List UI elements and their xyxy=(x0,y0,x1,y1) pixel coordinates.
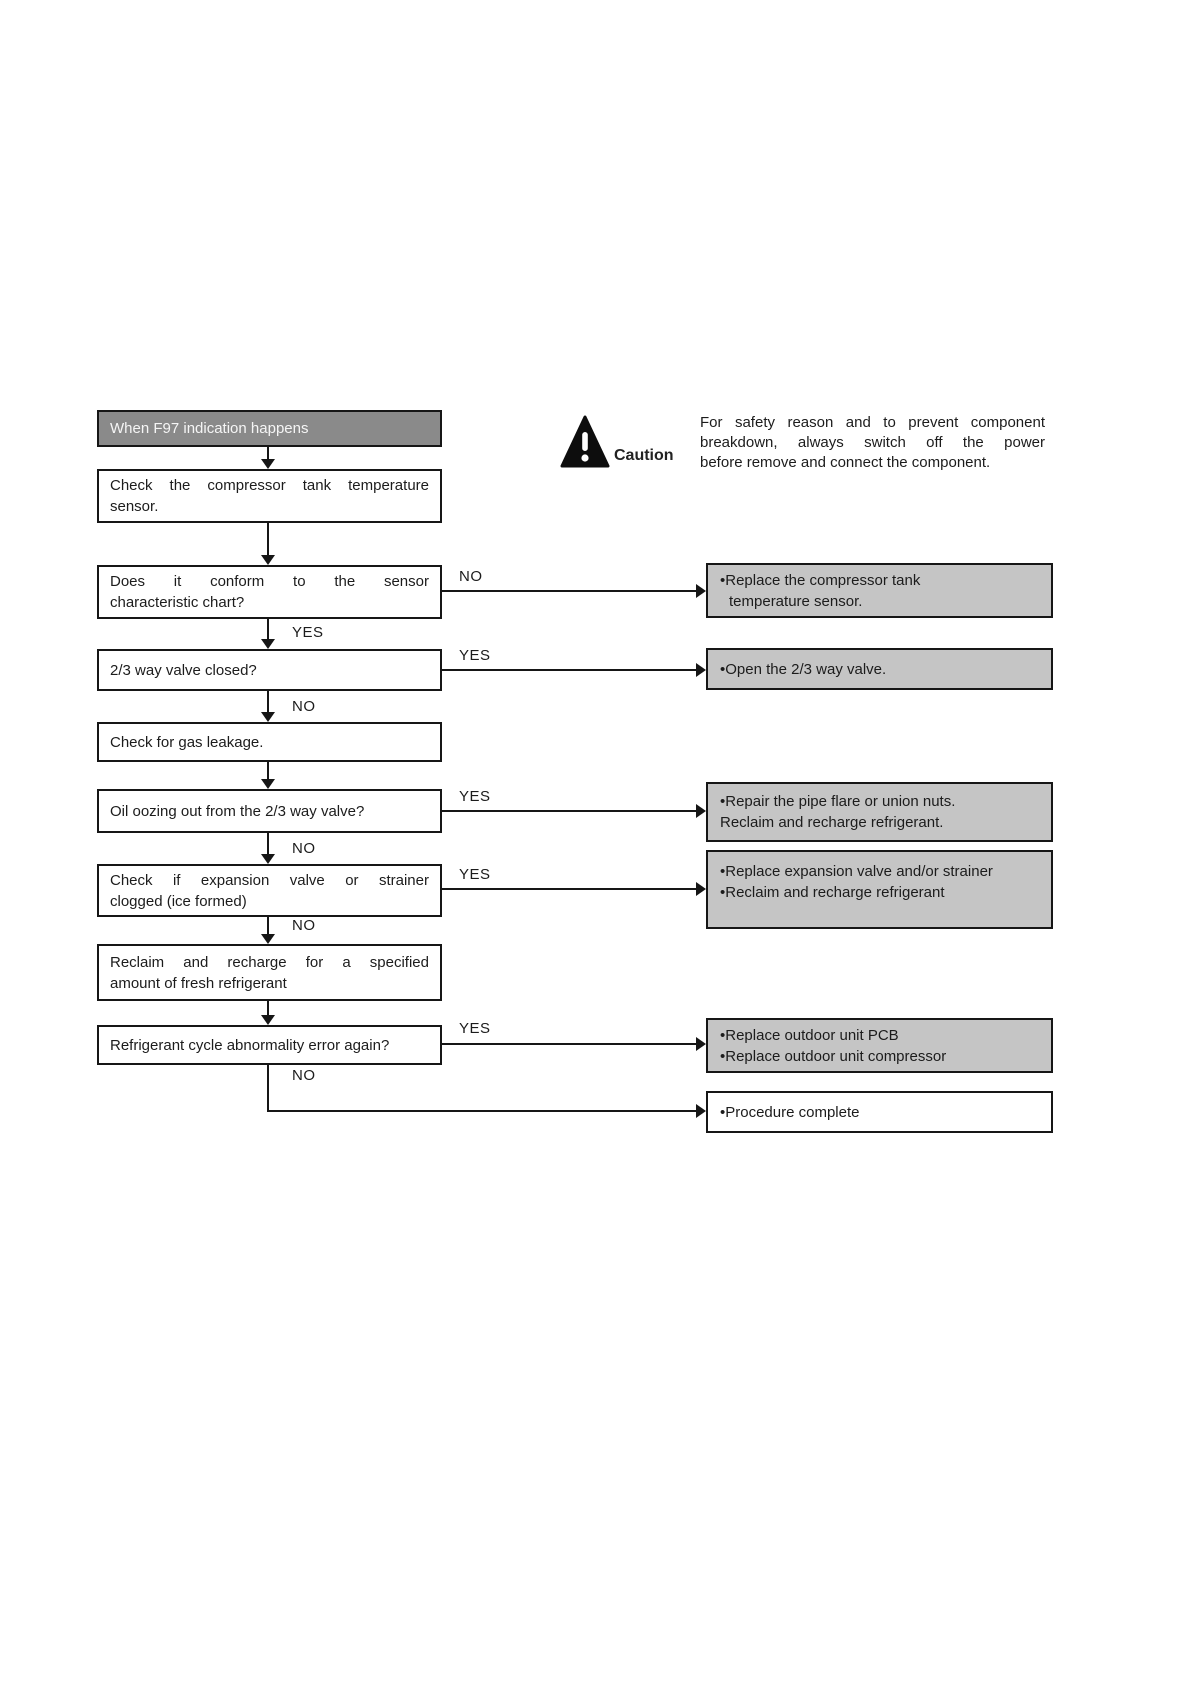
yes-label: YES xyxy=(459,647,491,664)
arrow-down-icon xyxy=(261,1015,275,1025)
action-box-procedure-complete: •Procedure complete xyxy=(706,1091,1053,1133)
yes-label: YES xyxy=(459,788,491,805)
flow-line-oil-no xyxy=(267,833,269,854)
arrow-down-icon xyxy=(261,459,275,469)
arrow-down-icon xyxy=(261,712,275,722)
no-label: NO xyxy=(292,840,316,857)
flow-line-oil-yes xyxy=(442,810,696,812)
flow-node-q-valve-closed: 2/3 way valve closed? xyxy=(97,649,442,691)
arrow-right-icon xyxy=(696,584,706,598)
flow-node-q-error-again: Refrigerant cycle abnormality error agai… xyxy=(97,1025,442,1065)
arrow-down-icon xyxy=(261,639,275,649)
flow-line-expansion-no xyxy=(267,917,269,934)
flow-line-valve-yes xyxy=(442,669,696,671)
flow-line-expansion-yes xyxy=(442,888,696,890)
yes-label: YES xyxy=(459,1020,491,1037)
flow-start-node: When F97 indication happens xyxy=(97,410,442,447)
flow-line-error-no-right xyxy=(267,1110,696,1112)
arrow-down-icon xyxy=(261,779,275,789)
arrow-down-icon xyxy=(261,555,275,565)
no-label: NO xyxy=(459,568,483,585)
flow-node-q-oil-oozing: Oil oozing out from the 2/3 way valve? xyxy=(97,789,442,833)
arrow-down-icon xyxy=(261,854,275,864)
arrow-right-icon xyxy=(696,1104,706,1118)
warning-triangle-icon xyxy=(560,415,610,468)
no-label: NO xyxy=(292,698,316,715)
flow-line-conform-no xyxy=(442,590,696,592)
arrow-right-icon xyxy=(696,663,706,677)
flow-line-check-to-conform xyxy=(267,523,269,555)
no-label: NO xyxy=(292,917,316,934)
caution-label: Caution xyxy=(614,447,674,464)
action-box-replace-pcb: •Replace outdoor unit PCB•Replace outdoo… xyxy=(706,1018,1053,1073)
flow-line-error-yes xyxy=(442,1043,696,1045)
flow-line-error-no-down xyxy=(267,1065,269,1112)
arrow-right-icon xyxy=(696,1037,706,1051)
action-box-open-valve: •Open the 2/3 way valve. xyxy=(706,648,1053,690)
action-box-repair-pipe: •Repair the pipe flare or union nuts.Rec… xyxy=(706,782,1053,842)
no-label: NO xyxy=(292,1067,316,1084)
yes-label: YES xyxy=(292,624,324,641)
flow-line-valve-no xyxy=(267,691,269,712)
caution-text: For safety reason and to prevent compone… xyxy=(700,414,1045,471)
flow-line-start-to-check xyxy=(267,447,269,460)
action-box-replace-expansion: •Replace expansion valve and/or strainer… xyxy=(706,850,1053,929)
arrow-right-icon xyxy=(696,882,706,896)
flow-node-check-gas-leak: Check for gas leakage. xyxy=(97,722,442,762)
arrow-right-icon xyxy=(696,804,706,818)
yes-label: YES xyxy=(459,866,491,883)
flow-line-conform-yes xyxy=(267,619,269,639)
arrow-down-icon xyxy=(261,934,275,944)
flow-line-gasleak-to-oil xyxy=(267,762,269,779)
flow-line-reclaim-to-error xyxy=(267,1001,269,1015)
